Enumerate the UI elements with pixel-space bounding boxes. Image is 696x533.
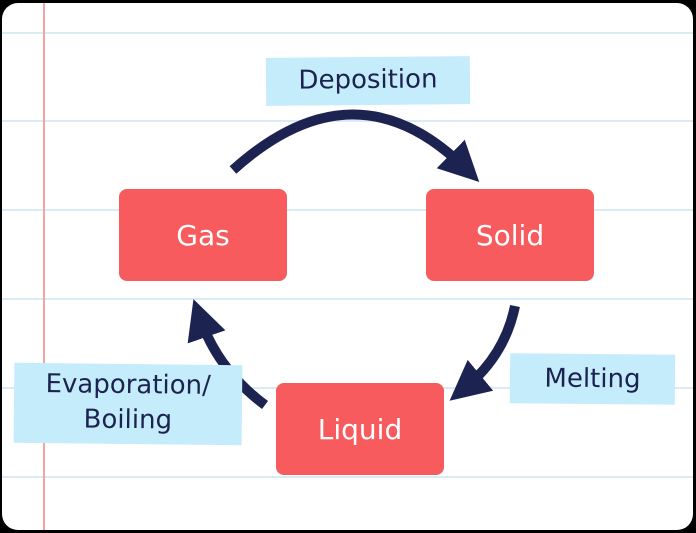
label-evaporation-boiling: Evaporation/ Boiling (13, 362, 243, 446)
label-melting-text: Melting (544, 363, 641, 395)
state-box-gas: Gas (119, 189, 287, 281)
paper-rule (2, 298, 693, 300)
margin-line (43, 3, 45, 530)
state-box-solid: Solid (426, 189, 594, 281)
label-melting: Melting (509, 353, 676, 405)
label-deposition: Deposition (265, 56, 471, 106)
state-solid-label: Solid (475, 218, 545, 252)
paper-rule (2, 120, 693, 122)
label-deposition-text: Deposition (298, 64, 438, 96)
arrow-solid-to-liquid (449, 304, 520, 401)
paper-rule (2, 32, 693, 34)
label-evaporation-line1: Evaporation/ (45, 369, 212, 401)
paper-rule (2, 209, 693, 211)
arrow-gas-to-solid (229, 109, 480, 183)
label-evaporation-line2: Boiling (83, 404, 173, 436)
state-liquid-label: Liquid (317, 412, 403, 446)
paper-rule (2, 476, 693, 478)
state-box-liquid: Liquid (276, 383, 444, 475)
state-gas-label: Gas (176, 218, 230, 252)
